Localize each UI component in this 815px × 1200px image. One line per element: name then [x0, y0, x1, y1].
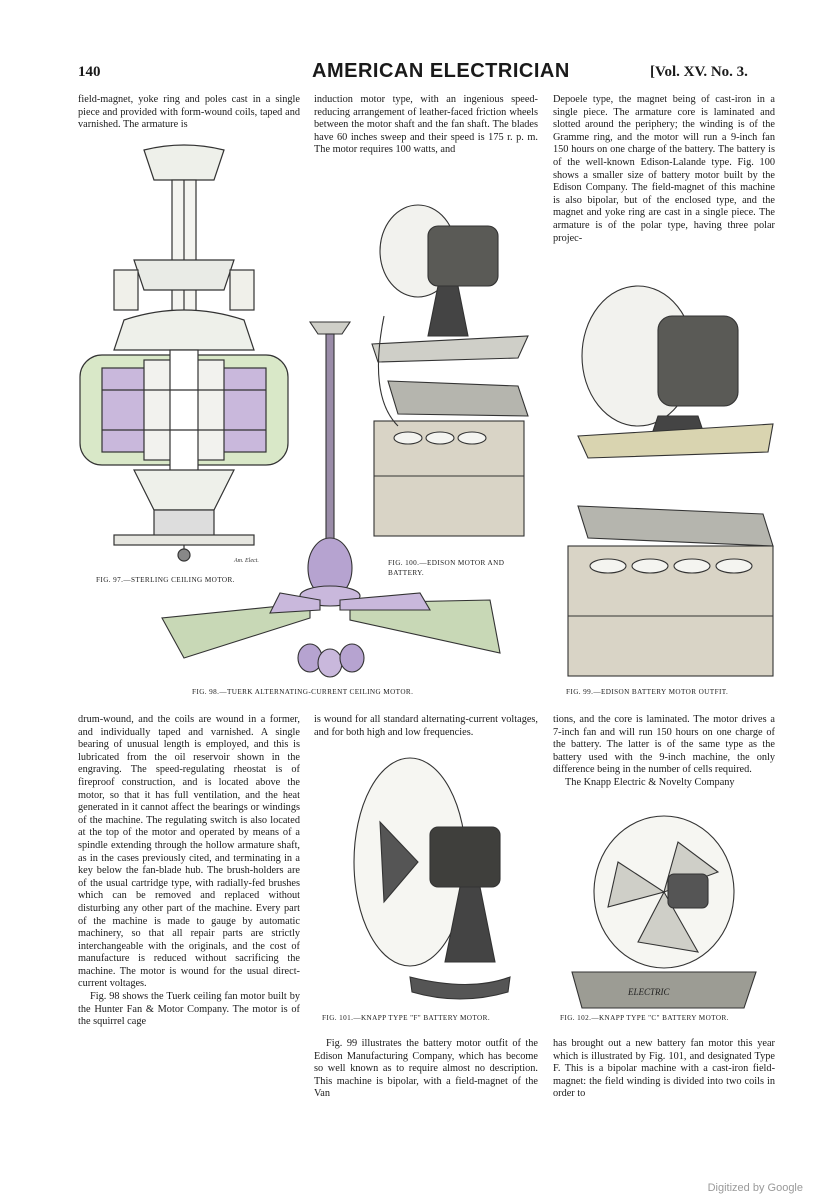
page-number: 140 [78, 64, 101, 80]
paragraph: Fig. 99 illustrates the battery motor ou… [314, 1038, 538, 1100]
bottom-column-2-top: is wound for all standard alternating-cu… [314, 714, 538, 739]
edison-battery-motor-outfit-illustration [567, 285, 774, 677]
paragraph: tions, and the core is laminated. The mo… [553, 714, 775, 776]
volume-number: [Vol. XV. No. 3. [650, 64, 748, 80]
top-column-1: field-magnet, yoke ring and poles cast i… [78, 94, 300, 132]
fig102-caption: Fig. 102.—Knapp Type "C" Battery Motor. [560, 1014, 729, 1022]
bottom-column-1: drum-wound, and the coils are wound in a… [78, 714, 300, 1029]
paragraph: induction motor type, with an ingenious … [314, 94, 538, 156]
bottom-column-3-bottom: has brought out a new battery fan motor … [553, 1038, 775, 1101]
fig98-caption: Fig. 98.—Tuerk Alternating-Current Ceili… [192, 688, 414, 696]
fig99-caption: Fig. 99.—Edison Battery Motor Outfit. [566, 688, 729, 696]
sterling-ceiling-motor-illustration: Am. Elect. [79, 144, 289, 564]
paragraph: The Knapp Electric & Novelty Company [565, 776, 735, 788]
paragraph: is wound for all standard alternating-cu… [314, 714, 538, 738]
edison-motor-and-battery-illustration [371, 204, 529, 537]
knapp-type-c-fan-illustration: ELECTRIC [571, 815, 757, 1009]
fig97-engraver-mark: Am. Elect. [233, 558, 259, 564]
bottom-column-2-bottom: Fig. 99 illustrates the battery motor ou… [314, 1038, 538, 1101]
knapp-type-f-fan-illustration [353, 757, 511, 1000]
paragraph: Depoele type, the magnet being of cast-i… [553, 94, 775, 244]
top-column-2: induction motor type, with an ingenious … [314, 94, 538, 157]
digitized-watermark: Digitized by Google [707, 1182, 803, 1194]
fig101-caption: Fig. 101.—Knapp Type "F" Battery Motor. [322, 1014, 491, 1022]
paragraph: field-magnet, yoke ring and poles cast i… [78, 94, 300, 131]
journal-title: AMERICAN ELECTRICIAN [312, 60, 570, 82]
tuerk-ceiling-fan-illustration [161, 321, 501, 678]
top-column-3: Depoele type, the magnet being of cast-i… [553, 94, 775, 245]
paragraph: has brought out a new battery fan motor … [553, 1038, 775, 1100]
fan-base-stamp: ELECTRIC [627, 987, 671, 997]
paragraph: Fig. 98 shows the Tuerk ceiling fan moto… [78, 991, 300, 1028]
bottom-column-3-top: tions, and the core is laminated. The mo… [553, 714, 775, 790]
fig100-caption: Fig. 100.—Edison Motor and Battery. [388, 559, 505, 577]
paragraph: drum-wound, and the coils are wound in a… [78, 714, 300, 990]
fig97-caption: Fig. 97.—Sterling Ceiling Motor. [96, 576, 235, 584]
